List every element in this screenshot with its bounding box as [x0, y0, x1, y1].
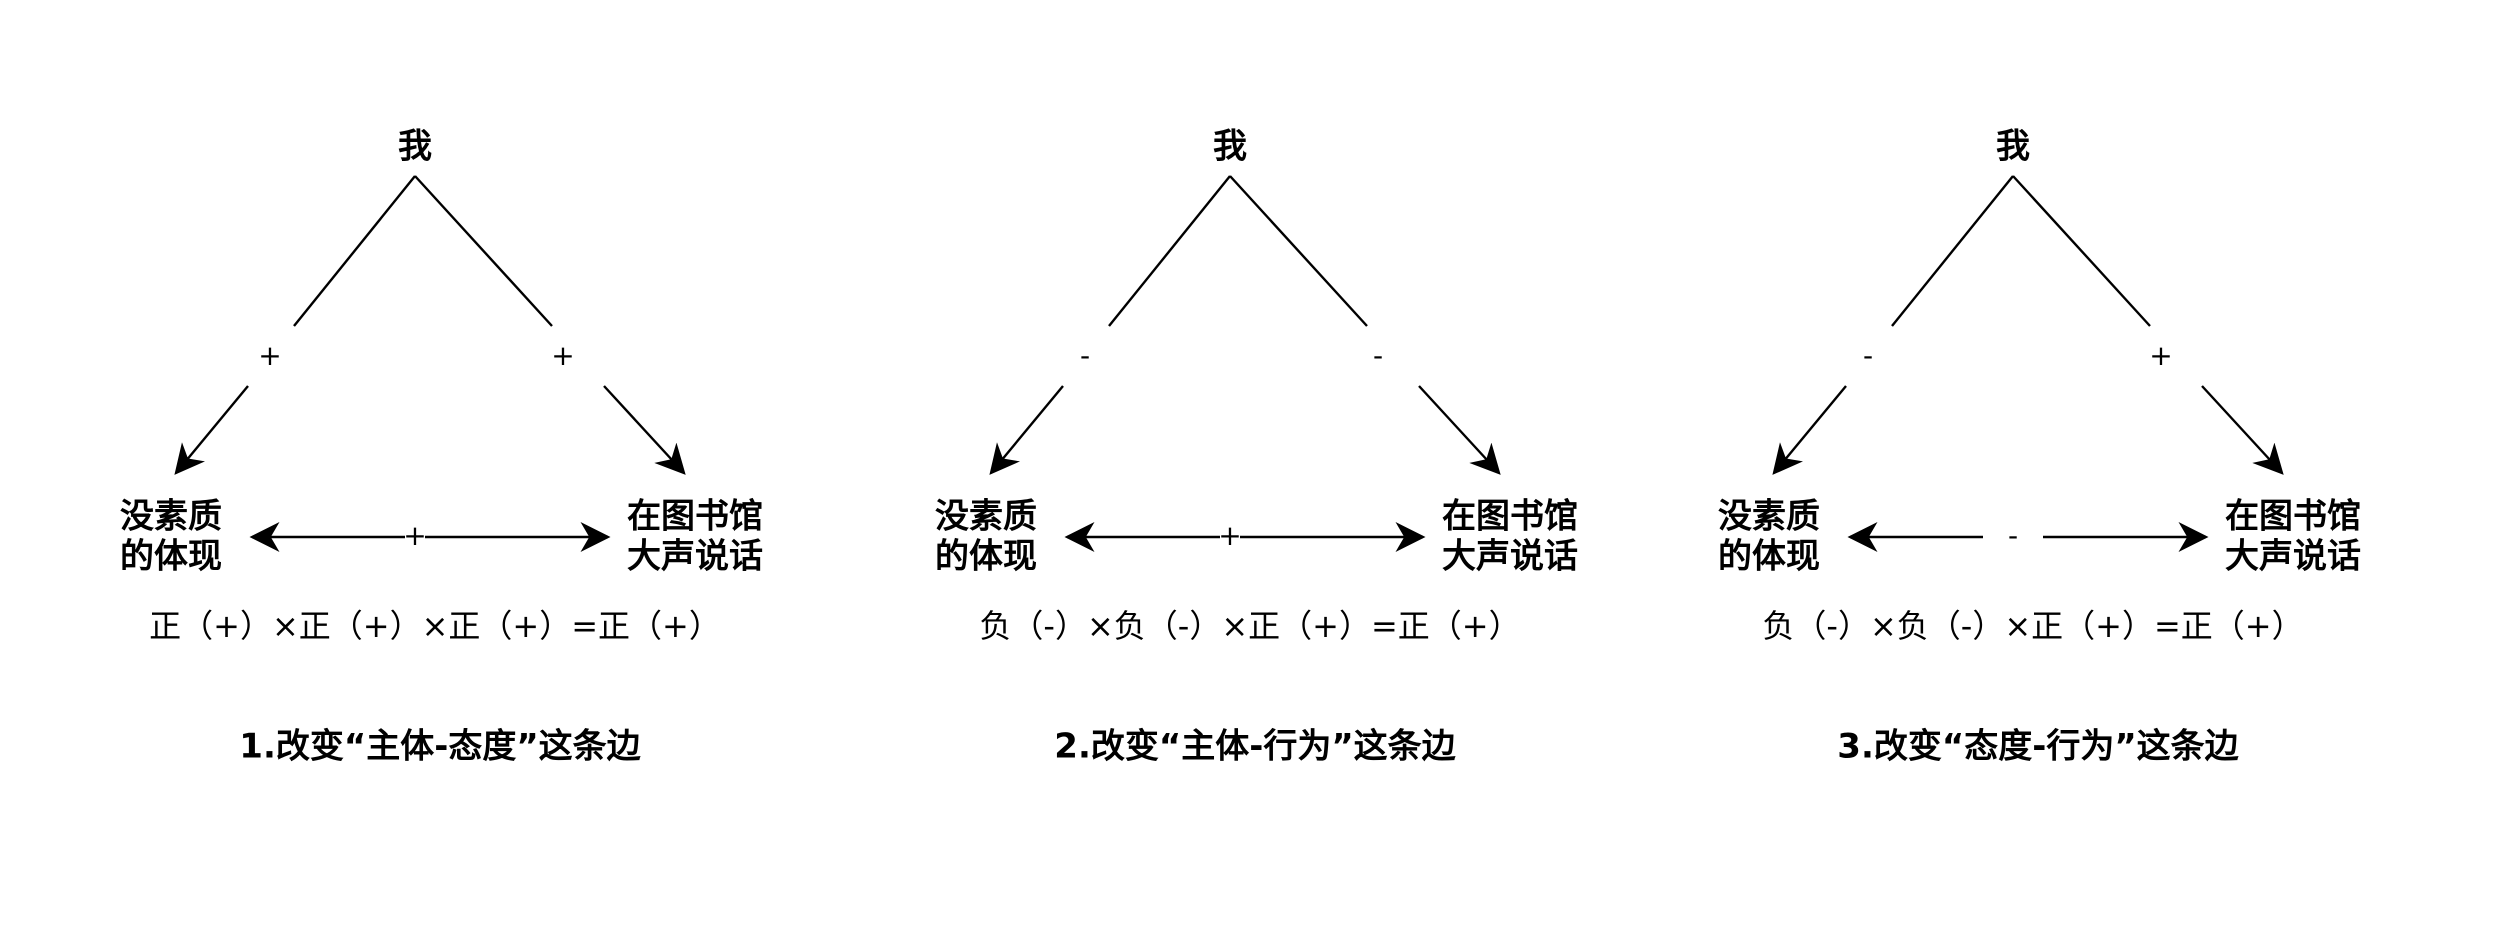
sign-product-formula: 负（-）×负（-）×正（+）=正（+）: [979, 607, 1520, 645]
left-node-line-2: 的体现: [120, 537, 222, 577]
arrow-to-right-node: [2201, 385, 2284, 475]
left-node-line-1: 没素质: [935, 497, 1037, 537]
arrow-to-left-node: [174, 385, 249, 475]
right-node-line-2: 大声说话: [627, 537, 763, 577]
arrow-to-left-node: [989, 385, 1064, 475]
right-node-line-2: 大声说话: [1442, 537, 1578, 577]
left-node-line-1: 没素质: [120, 497, 222, 537]
sign-right-edge: -: [1373, 339, 1383, 372]
edge-apex-left-upper: [1108, 175, 1231, 327]
sign-bottom-edge: -: [2008, 519, 2018, 552]
arrow-to-right-node: [1418, 385, 1501, 475]
left-node-line-2: 的体现: [935, 537, 1037, 577]
left-node-line-1: 没素质: [1718, 497, 1820, 537]
edge-apex-left-upper: [1891, 175, 2014, 327]
arrow-to-left-node: [1772, 385, 1847, 475]
edge-apex-right-upper: [1229, 175, 1368, 327]
right-node-line-1: 在图书馆: [627, 497, 763, 537]
arrow-to-right-node: [603, 385, 686, 475]
left-node-line-2: 的体现: [1718, 537, 1820, 577]
diagram-caption: 3.改变“态度-行为”这条边: [1837, 727, 2238, 767]
diagram-caption: 1.改变“主体-态度”这条边: [239, 727, 640, 767]
sign-right-edge: +: [551, 339, 574, 372]
sign-left-edge: -: [1863, 339, 1873, 372]
right-node-line-1: 在图书馆: [2225, 497, 2361, 537]
sign-left-edge: +: [258, 339, 281, 372]
diagram-caption: 2.改变“主体-行为”这条边: [1054, 727, 1455, 767]
sign-right-edge: +: [2149, 339, 2172, 372]
edge-apex-left-upper: [293, 175, 416, 327]
apex-label: 我: [398, 127, 432, 167]
right-node-line-2: 大声说话: [2225, 537, 2361, 577]
sign-product-formula: 负（-）×负（-）×正（+）=正（+）: [1762, 607, 2303, 645]
edge-apex-right-upper: [414, 175, 553, 327]
apex-label: 我: [1213, 127, 1247, 167]
apex-label: 我: [1996, 127, 2030, 167]
edge-apex-right-upper: [2012, 175, 2151, 327]
right-node-line-1: 在图书馆: [1442, 497, 1578, 537]
sign-product-formula: 正（+）×正（+）×正（+）=正（+）: [149, 607, 721, 645]
sign-bottom-edge: +: [403, 519, 426, 552]
sign-bottom-edge: +: [1218, 519, 1241, 552]
sign-left-edge: -: [1080, 339, 1090, 372]
